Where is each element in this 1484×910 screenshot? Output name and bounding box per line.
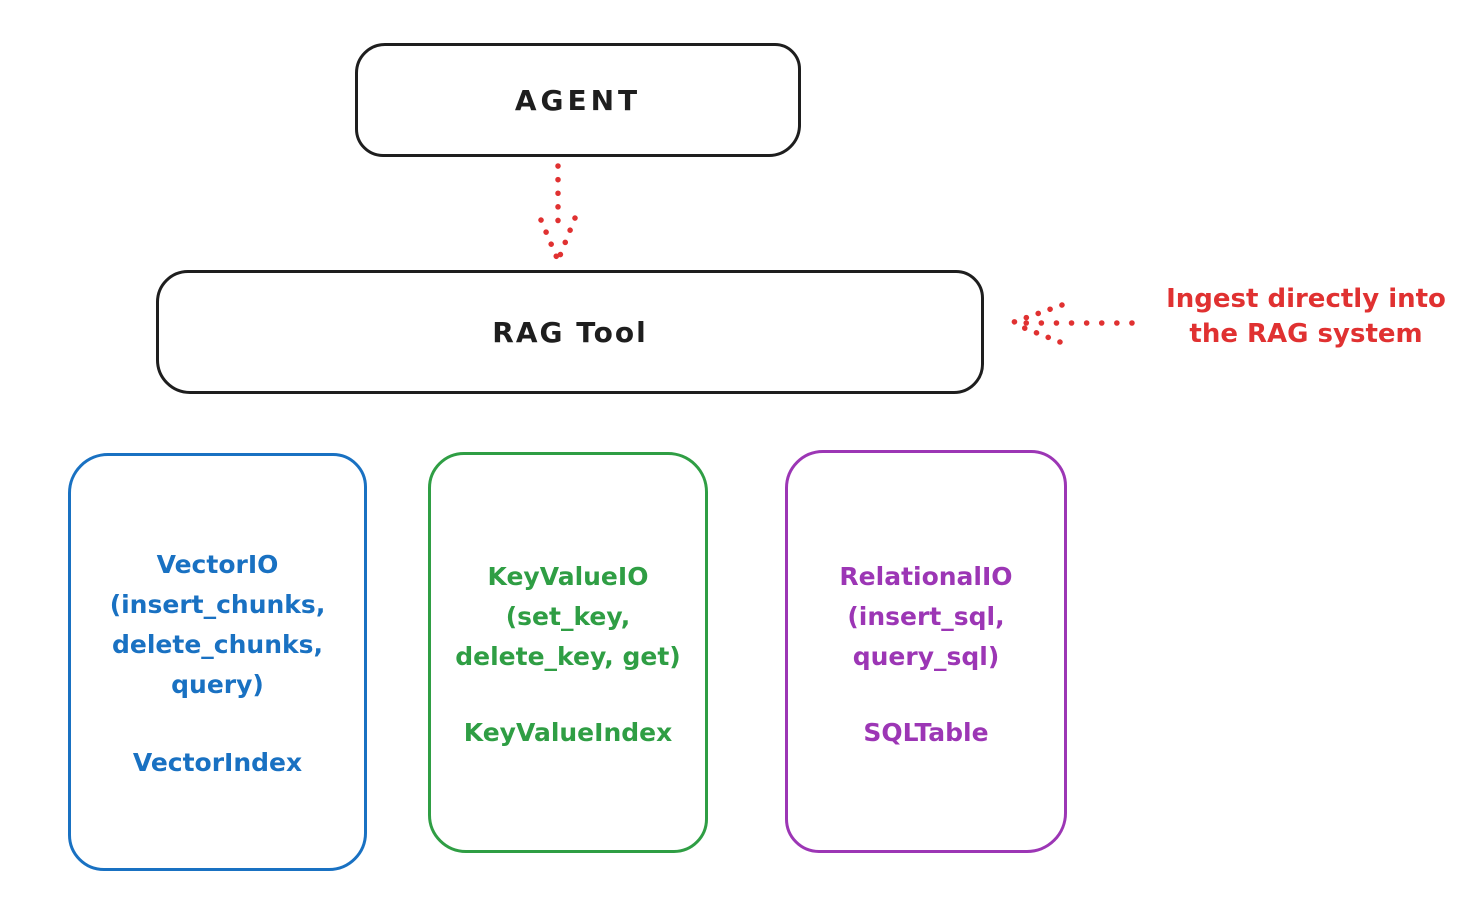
card-line: KeyValueIO	[487, 562, 649, 591]
card-keyvalue-io-index-label: KeyValueIndex	[463, 718, 673, 747]
card-relational-io: RelationalIO (insert_sql, query_sql) SQL…	[785, 450, 1067, 853]
card-line: delete_key, get)	[455, 642, 681, 671]
card-relational-io-index-label: SQLTable	[863, 718, 989, 747]
agent-node: AGENT	[355, 43, 801, 157]
card-line: VectorIO	[156, 550, 279, 579]
card-line: RelationalIO	[839, 562, 1013, 591]
card-line: query_sql)	[852, 642, 1000, 671]
card-line: (insert_sql,	[847, 602, 1005, 631]
card-keyvalue-io: KeyValueIO (set_key, delete_key, get) Ke…	[428, 452, 708, 853]
agent-node-label: AGENT	[514, 83, 642, 117]
card-line: query)	[171, 670, 264, 699]
arrow-down-icon	[538, 163, 578, 261]
ingest-annotation-line-2: the RAG system	[1189, 319, 1423, 349]
rag-tool-node-label: RAG Tool	[492, 315, 648, 349]
arrow-left-icon	[1011, 302, 1135, 345]
card-line: (insert_chunks,	[109, 590, 326, 619]
ingest-annotation: Ingest directly into the RAG system	[1138, 282, 1474, 352]
card-keyvalue-io-title: KeyValueIO (set_key, delete_key, get)	[455, 557, 680, 677]
card-relational-io-title: RelationalIO (insert_sql, query_sql)	[839, 557, 1012, 677]
card-vector-io-index-label: VectorIndex	[132, 748, 303, 777]
card-line: (set_key,	[505, 602, 631, 631]
rag-tool-node: RAG Tool	[156, 270, 984, 394]
card-line: delete_chunks,	[112, 630, 323, 659]
ingest-annotation-line-1: Ingest directly into	[1166, 284, 1446, 314]
card-vector-io: VectorIO (insert_chunks, delete_chunks, …	[68, 453, 367, 871]
card-vector-io-title: VectorIO (insert_chunks, delete_chunks, …	[110, 545, 326, 705]
